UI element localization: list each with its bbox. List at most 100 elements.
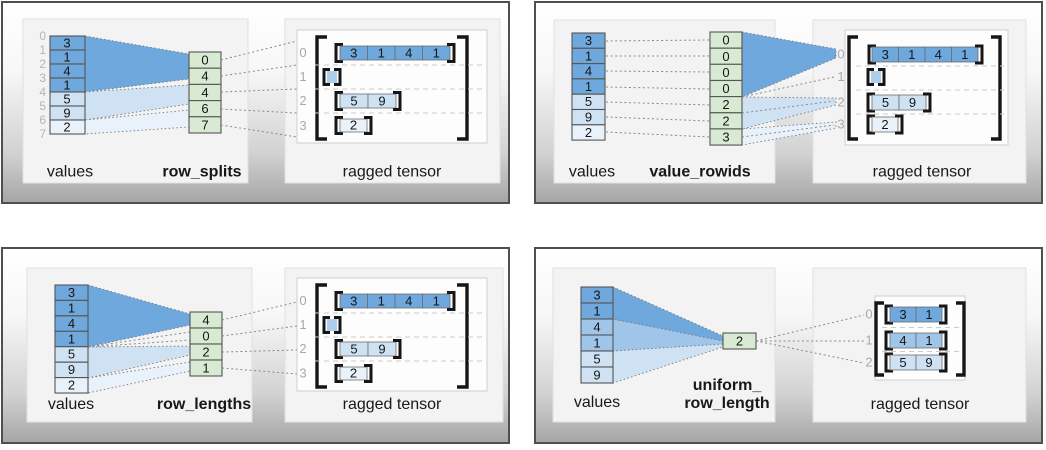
value-cell [49,119,86,135]
value-cell-label: 2 [68,378,75,393]
tensor-row-1-empty [322,316,342,334]
method-cell [188,116,222,134]
index-label: 2 [39,57,46,71]
method-cell-label: 0 [722,65,729,80]
value-cell [571,124,606,141]
tensor-cell-label: 5 [350,342,357,357]
tensor-row-0: 3 1 [884,304,948,325]
tensor-cell-label: 1 [378,294,385,309]
index-label: 4 [39,85,46,99]
row-splits-column: 0 4 4 6 7 [188,51,222,134]
value-cell-label: 9 [63,106,70,121]
tensor-cell-label: 1 [433,46,440,61]
tensor-cell-label: 3 [350,294,357,309]
tensor-row-index: 0 [837,47,844,62]
value-cell-label: 3 [585,33,592,48]
method-cell-label: 2 [736,334,743,349]
panel-uniform-row-length: 3 1 4 1 5 9 2 values uniform_ row_length… [534,247,1043,444]
empty-row-dotted-lines [87,331,191,348]
flow-wedge-row2 [741,96,837,130]
tensor-cell-label: 9 [378,342,385,357]
row-separators [315,64,484,114]
value-cell-label: 1 [593,336,600,351]
tensor-cell-label: 1 [925,333,932,348]
flow-wedge-row2 [612,341,724,384]
value-cell [580,366,614,384]
method-cell-label: 6 [201,101,208,116]
tensor-row-index: 2 [299,93,306,108]
connector-dotted-lines [220,40,298,138]
outer-right-bracket [457,35,469,141]
value-cell-label: 1 [585,79,592,94]
index-label: 5 [39,99,46,113]
uniform-row-length-cell: 2 [722,332,757,350]
tensor-cell-label: 9 [909,95,916,110]
tensor-row-1-empty [866,68,886,86]
tensor-cell-label: 3 [350,46,357,61]
tensor-row-index: 0 [865,307,872,322]
row-lengths-column: 4 0 2 1 [189,311,223,377]
method-label: row_splits [162,164,241,181]
row-separators [856,65,1004,115]
method-cell-label: 0 [202,329,209,344]
tensor-row-index: 1 [299,317,306,332]
method-cell-label: 2 [722,113,729,128]
value-cell-label: 2 [585,125,592,140]
tensor-cell-label: 1 [908,47,915,62]
value-cell-label: 1 [68,300,75,315]
method-label: row_lengths [157,396,251,413]
ragged-tensor-label: ragged tensor [343,164,442,181]
value-cell-label: 1 [593,304,600,319]
panel-value-rowids: 3 1 4 1 5 9 2 0 0 0 0 [534,1,1043,204]
row-separators [882,327,962,352]
values-label: values [569,164,615,181]
value-cell-label: 9 [68,362,75,377]
index-label: 1 [39,43,46,57]
value-cell-label: 5 [68,347,75,362]
tensor-row-index: 3 [299,366,306,381]
tensor-row-index: 1 [299,69,306,84]
ragged-tensor-label: ragged tensor [873,164,972,181]
tensor-cell-label: 4 [405,294,412,309]
tensor-cell-label: 5 [350,94,357,109]
tensor-cell-label: 4 [935,47,942,62]
value-cell-label: 1 [63,50,70,65]
value-cell-label: 3 [593,288,600,303]
values-label: values [47,164,93,181]
outer-right-bracket [991,35,1002,141]
values-column: 3 1 4 1 5 9 [580,286,614,384]
value-cell-label: 5 [585,94,592,109]
tensor-cell-label: 1 [925,307,932,322]
method-cell-label: 4 [202,313,209,328]
row-separators [315,312,484,362]
tensor-cell-label: 1 [378,46,385,61]
values-label: values [48,396,94,413]
value-cell-label: 1 [63,78,70,93]
index-label: 7 [39,127,46,141]
connector-dotted-lines [741,76,835,138]
value-cell-label: 9 [585,110,592,125]
tensor-row-1-empty [322,68,342,86]
ragged-tensor: 0 1 2 3 3 1 4 1 5 [299,283,484,413]
connector-dotted-lines [755,314,865,364]
outer-right-bracket [457,283,469,389]
value-cell-label: 4 [63,64,70,79]
tensor-row-0: 3 1 4 1 [334,43,456,63]
tensor-cell-label: 5 [899,355,906,370]
method-cell-label: 0 [722,81,729,96]
tensor-row-0: 3 1 4 1 [334,291,456,311]
tensor-cell-label: 1 [433,294,440,309]
tensor-row-1: 4 1 [884,330,948,351]
index-label: 0 [39,29,46,43]
tensor-row-index: 0 [299,293,306,308]
value-cell-label: 1 [585,48,592,63]
tensor-row-2: 5 9 [884,352,948,373]
values-label: values [574,394,620,411]
tensor-cell-label: 2 [881,117,888,132]
method-label-line-1: uniform_ [693,377,763,394]
tensor-row-index: 2 [865,355,872,370]
tensor-cell-label: 3 [882,47,889,62]
value-cell-label: 4 [68,316,75,331]
value-cell [54,377,89,394]
index-label: 3 [39,71,46,85]
